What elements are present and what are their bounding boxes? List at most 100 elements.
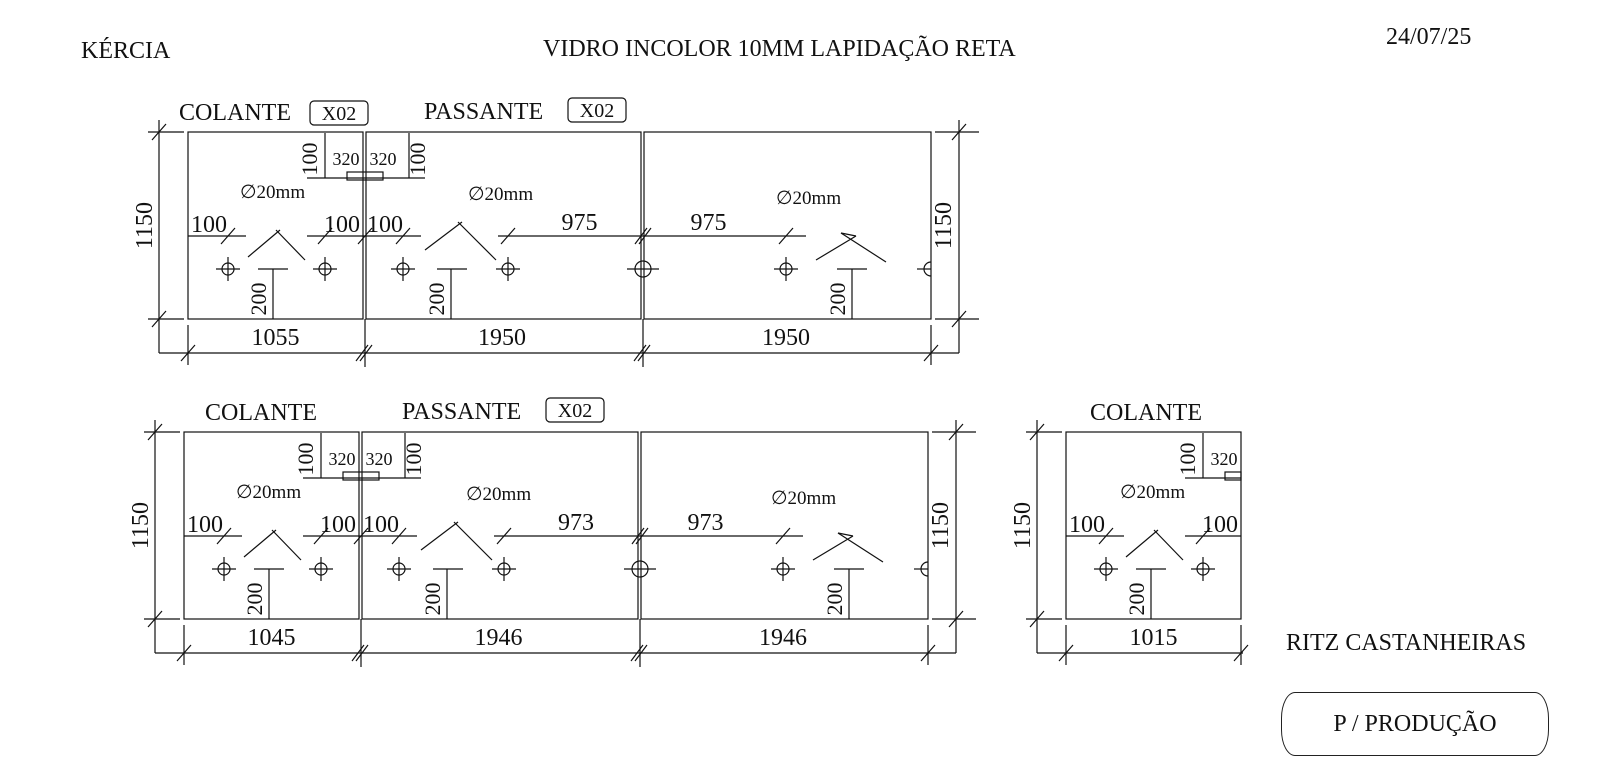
leader-line bbox=[247, 229, 281, 258]
hinge-depth-label: 100 bbox=[293, 443, 318, 476]
panel-colante-single bbox=[1065, 431, 1242, 620]
hole-height-label: 200 bbox=[825, 283, 850, 316]
panel-passante bbox=[640, 431, 929, 620]
leader-line bbox=[271, 529, 302, 561]
leader-line bbox=[840, 232, 857, 237]
hole-diameter-label: ∅20mm bbox=[466, 484, 531, 505]
dimension-tick bbox=[500, 227, 516, 245]
dimension-tick bbox=[948, 423, 964, 441]
hole-offset-label: 100 bbox=[320, 512, 356, 538]
dimension-tick bbox=[151, 123, 167, 141]
dimension-tick bbox=[351, 644, 365, 662]
panel-width-label: 1045 bbox=[248, 625, 296, 651]
leader-line bbox=[457, 221, 497, 261]
leader-line bbox=[275, 229, 306, 261]
dimension-tick bbox=[951, 310, 967, 328]
panel-passante bbox=[365, 131, 642, 320]
dimension-tick bbox=[317, 227, 333, 245]
hole-position-label: 973 bbox=[688, 510, 724, 536]
hole-height-label: 200 bbox=[420, 583, 445, 616]
panel-passante bbox=[361, 431, 639, 620]
dimension-tick bbox=[634, 644, 648, 662]
hinge-offset-label: 320 bbox=[333, 149, 360, 169]
dimension-tick bbox=[147, 423, 163, 441]
hole-offset-label: 100 bbox=[367, 212, 403, 238]
dimension-tick bbox=[395, 227, 411, 245]
colante-label: COLANTE bbox=[1090, 400, 1202, 426]
hinge-depth-label: 100 bbox=[401, 443, 426, 476]
hinge-cutout bbox=[342, 471, 380, 481]
dimension-tick bbox=[216, 527, 232, 545]
quantity-badge-label: X02 bbox=[558, 400, 592, 422]
hole-position-label: 975 bbox=[691, 210, 727, 236]
hole-diameter-label: ∅20mm bbox=[771, 488, 836, 509]
panel-width-label: 1946 bbox=[475, 625, 523, 651]
dimension-tick bbox=[496, 527, 512, 545]
hinge-cutout bbox=[1224, 471, 1242, 481]
quantity-badge-label: X02 bbox=[322, 103, 356, 125]
height-label: 1150 bbox=[128, 502, 154, 549]
hole-offset-label: 100 bbox=[187, 512, 223, 538]
quantity-badge-label: X02 bbox=[580, 100, 614, 122]
hinge-cutout bbox=[346, 171, 384, 181]
dimension-tick bbox=[634, 227, 648, 245]
dimension-tick bbox=[147, 610, 163, 628]
dimension-tick bbox=[920, 644, 936, 662]
dimension-tick bbox=[778, 227, 794, 245]
quantity-badge bbox=[545, 397, 605, 423]
quantity-badge bbox=[309, 100, 369, 126]
dimension-tick bbox=[391, 527, 407, 545]
hole-height-label: 200 bbox=[822, 583, 847, 616]
hole-offset-label: 100 bbox=[324, 212, 360, 238]
dimension-tick bbox=[1058, 644, 1074, 662]
panel-passante bbox=[643, 131, 932, 320]
leader-line bbox=[837, 532, 884, 563]
hole-offset-label: 100 bbox=[1069, 512, 1105, 538]
hinge-offset-label: 320 bbox=[366, 449, 393, 469]
dimension-tick bbox=[923, 344, 939, 362]
panel-width-label: 1950 bbox=[762, 325, 810, 351]
dimension-tick bbox=[220, 227, 236, 245]
dimension-tick bbox=[1029, 610, 1045, 628]
dimension-tick bbox=[359, 344, 373, 362]
dimension-tick bbox=[631, 527, 645, 545]
dimension-tick bbox=[176, 644, 192, 662]
hole-diameter-label: ∅20mm bbox=[240, 182, 305, 203]
passante-label: PASSANTE bbox=[424, 99, 543, 125]
dimension-tick bbox=[630, 644, 644, 662]
dimension-tick bbox=[1098, 527, 1114, 545]
leader-line bbox=[420, 521, 459, 551]
hole-diameter-label: ∅20mm bbox=[776, 188, 841, 209]
hinge-depth-label: 100 bbox=[1175, 443, 1200, 476]
height-label: 1150 bbox=[1010, 502, 1036, 549]
dimension-tick bbox=[355, 344, 369, 362]
dimension-tick bbox=[633, 344, 647, 362]
dimension-tick bbox=[313, 527, 329, 545]
dimension-tick bbox=[638, 227, 652, 245]
client-name: KÉRCIA bbox=[81, 38, 171, 64]
leader-line bbox=[1125, 529, 1159, 558]
panel-colante bbox=[187, 131, 364, 320]
leader-line bbox=[840, 232, 887, 263]
dimension-tick bbox=[637, 344, 651, 362]
project-name: RITZ CASTANHEIRAS bbox=[1286, 630, 1527, 656]
hinge-offset-label: 320 bbox=[329, 449, 356, 469]
dimension-tick bbox=[775, 527, 791, 545]
hole-height-label: 200 bbox=[424, 283, 449, 316]
hole-position-label: 975 bbox=[562, 210, 598, 236]
leader-line bbox=[424, 221, 463, 251]
production-status-button[interactable]: P / PRODUÇÃO bbox=[1281, 692, 1549, 756]
date-label: 24/07/25 bbox=[1386, 24, 1472, 50]
dimension-tick bbox=[1233, 644, 1249, 662]
height-label: 1150 bbox=[931, 202, 957, 249]
leader-line bbox=[1153, 529, 1184, 561]
hole-height-label: 200 bbox=[1124, 583, 1149, 616]
dimension-tick bbox=[1029, 423, 1045, 441]
hole-offset-label: 100 bbox=[191, 212, 227, 238]
panel-width-label: 1055 bbox=[252, 325, 300, 351]
hole-diameter-label: ∅20mm bbox=[236, 482, 301, 503]
dimension-tick bbox=[951, 123, 967, 141]
hole-diameter-label: ∅20mm bbox=[468, 184, 533, 205]
panel-width-label: 1950 bbox=[478, 325, 526, 351]
